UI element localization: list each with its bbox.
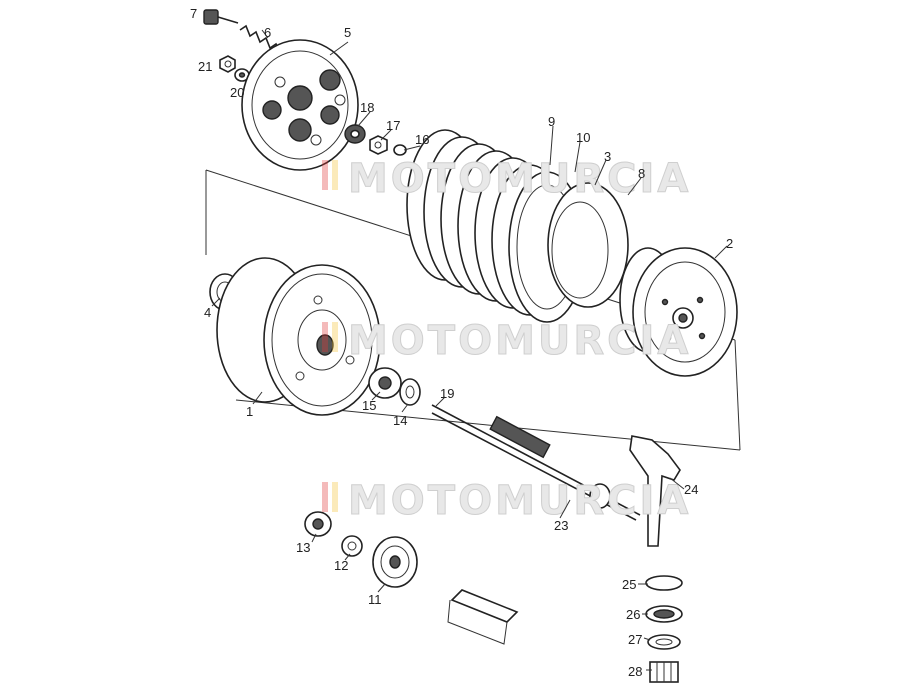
label-26: 26 bbox=[626, 607, 640, 622]
label-14: 14 bbox=[393, 413, 407, 428]
part-labels: 1 2 3 4 5 6 7 8 9 10 11 12 13 14 15 16 1… bbox=[190, 6, 733, 679]
part-nut bbox=[219, 55, 236, 73]
label-10: 10 bbox=[576, 130, 590, 145]
label-4: 4 bbox=[204, 305, 211, 320]
part-spring-clip bbox=[645, 575, 683, 591]
part-clutch-basket bbox=[216, 257, 381, 416]
label-20: 20 bbox=[230, 85, 244, 100]
label-5: 5 bbox=[344, 25, 351, 40]
part-bush-15 bbox=[368, 367, 402, 399]
part-seal bbox=[645, 605, 683, 623]
watermark-text: MOTOMURCIA bbox=[348, 318, 691, 364]
label-16: 16 bbox=[415, 132, 429, 147]
part-shaft bbox=[431, 404, 641, 521]
part-washer-small bbox=[234, 68, 250, 82]
label-25: 25 bbox=[622, 577, 636, 592]
part-needle-bearing bbox=[649, 661, 679, 683]
label-9: 9 bbox=[548, 114, 555, 129]
part-clutch-hub bbox=[619, 247, 738, 377]
label-7: 7 bbox=[190, 6, 197, 21]
part-pressure-plate bbox=[241, 39, 359, 171]
part-steel-plate bbox=[547, 182, 629, 308]
part-bolt bbox=[203, 9, 239, 25]
label-21: 21 bbox=[198, 59, 212, 74]
label-17: 17 bbox=[386, 118, 400, 133]
label-15: 15 bbox=[362, 398, 376, 413]
label-1: 1 bbox=[246, 404, 253, 419]
watermark-text: MOTOMURCIA bbox=[348, 156, 691, 202]
watermark-logo-2: MOTOMURCIA bbox=[322, 318, 691, 365]
watermark-logo-1: MOTOMURCIA bbox=[322, 156, 691, 203]
label-23: 23 bbox=[554, 518, 568, 533]
part-spacer-tube bbox=[447, 589, 519, 645]
label-6: 6 bbox=[264, 25, 271, 40]
label-11: 11 bbox=[368, 592, 382, 607]
part-washer-12 bbox=[341, 535, 363, 557]
part-bearing-18 bbox=[344, 124, 366, 144]
part-washer-14 bbox=[399, 378, 421, 406]
watermark-logo-3: MOTOMURCIA bbox=[322, 478, 691, 525]
part-bush-13 bbox=[304, 511, 332, 537]
watermark-text: MOTOMURCIA bbox=[348, 478, 691, 524]
part-nut-17 bbox=[369, 135, 388, 155]
label-13: 13 bbox=[296, 540, 310, 555]
label-12: 12 bbox=[334, 558, 348, 573]
part-gear-11 bbox=[372, 536, 418, 588]
label-2: 2 bbox=[726, 236, 733, 251]
part-washer-27 bbox=[647, 634, 681, 650]
label-19: 19 bbox=[440, 386, 454, 401]
label-3: 3 bbox=[604, 149, 611, 164]
label-27: 27 bbox=[628, 632, 642, 647]
label-24: 24 bbox=[684, 482, 698, 497]
part-release-lever bbox=[629, 435, 681, 547]
label-28: 28 bbox=[628, 664, 642, 679]
label-18: 18 bbox=[360, 100, 374, 115]
leader-lines bbox=[211, 29, 728, 671]
label-8: 8 bbox=[638, 166, 645, 181]
